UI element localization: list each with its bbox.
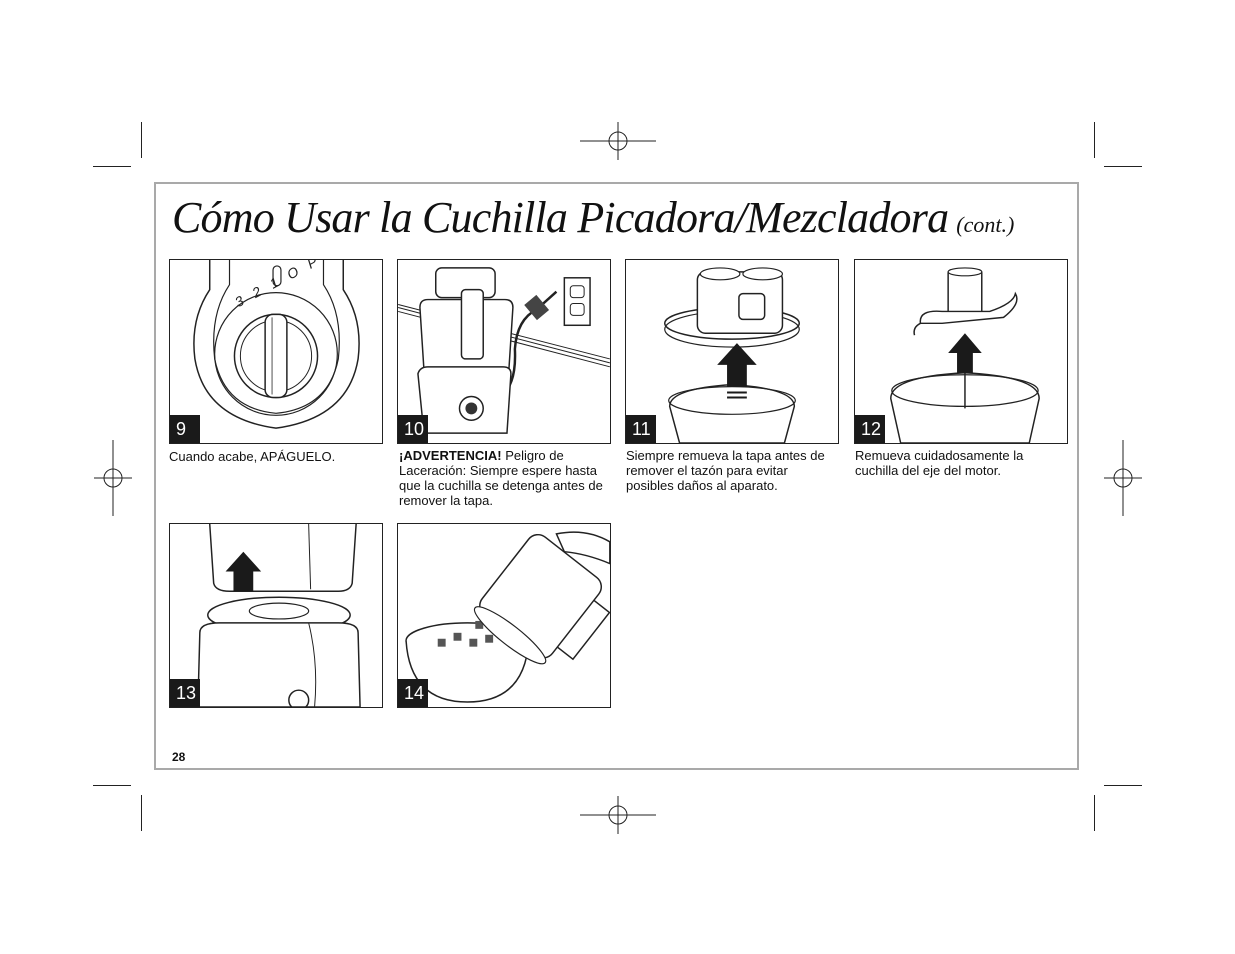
crop-mark (1104, 785, 1142, 786)
step-12-illustration: 12 (854, 259, 1068, 444)
control-dial-icon (193, 260, 360, 429)
step-9-illustration: 3 2 1 O P 9 (169, 259, 383, 444)
crop-mark (93, 166, 131, 167)
title-main: Cómo Usar la Cuchilla Picadora/Mezclador… (172, 193, 949, 242)
pouring-bowl-icon (405, 531, 610, 703)
step-10-illustration: 10 (397, 259, 611, 444)
step-12-number: 12 (855, 415, 885, 443)
lid-removal-icon (663, 267, 801, 443)
step-13-number: 13 (170, 679, 200, 707)
crop-mark (1104, 166, 1142, 167)
warning-label: ¡ADVERTENCIA! (399, 448, 502, 463)
step-14-illustration: 14 (397, 523, 611, 708)
step-10-caption-text: Peligro de Laceración: Siempre espere ha… (399, 448, 603, 508)
title-suffix: (cont.) (956, 212, 1015, 237)
step-14-number: 14 (398, 679, 428, 707)
step-9-number: 9 (170, 415, 200, 443)
page-frame (154, 182, 1079, 770)
blade-removal-icon (890, 267, 1040, 443)
step-12-caption: Remueva cuidadosamente la cuchilla del e… (855, 448, 1024, 478)
step-10-number: 10 (398, 415, 428, 443)
page-title: Cómo Usar la Cuchilla Picadora/Mezclador… (172, 192, 1014, 243)
registration-mark-icon (580, 796, 656, 834)
step-11-illustration: 11 (625, 259, 839, 444)
step-13-illustration: 13 (169, 523, 383, 708)
step-10-caption: ¡ADVERTENCIA! Peligro de Laceración: Sie… (399, 448, 611, 508)
food-processor-unplug-icon (398, 267, 610, 434)
step-11-caption: Siempre remueva la tapa antes de remover… (626, 448, 825, 493)
page-number: 28 (172, 750, 186, 764)
registration-mark-icon (580, 122, 656, 160)
crop-mark (141, 795, 142, 831)
registration-mark-icon (1104, 440, 1142, 516)
crop-mark (141, 122, 142, 158)
registration-mark-icon (94, 440, 132, 516)
crop-mark (1094, 122, 1095, 158)
step-11-number: 11 (626, 415, 656, 443)
bowl-removal-icon (197, 524, 361, 707)
crop-mark (1094, 795, 1095, 831)
crop-mark (93, 785, 131, 786)
step-9-caption: Cuando acabe, APÁGUELO. (169, 449, 336, 464)
